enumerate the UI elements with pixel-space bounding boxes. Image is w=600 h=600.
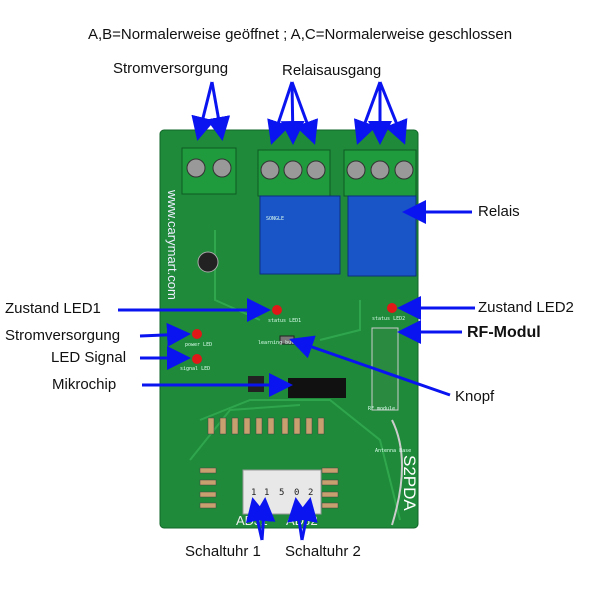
status-led2 xyxy=(387,303,397,313)
dip-value: 1 xyxy=(264,488,269,498)
label-relay-output: Relaisausgang xyxy=(282,62,382,79)
silk-signal-led: signal LED xyxy=(180,366,210,372)
relay-terminal-2 xyxy=(343,149,417,197)
label-timer1: Schaltuhr 1 xyxy=(185,543,261,560)
signal-led xyxy=(192,354,202,364)
silk-relay-brand: SONGLE xyxy=(266,216,284,222)
status-led1 xyxy=(272,305,282,315)
silk-power-led: power LED xyxy=(185,342,212,348)
microchip xyxy=(288,378,346,398)
label-led-signal: LED Signal xyxy=(51,349,127,366)
annotation-arrows xyxy=(118,81,475,541)
label-timer2: Schaltuhr 2 xyxy=(285,543,361,560)
label-status-led2: Zustand LED2 xyxy=(478,299,574,316)
relay-1 xyxy=(259,195,341,275)
power-led xyxy=(192,329,202,339)
silk-rf-module: RF module xyxy=(368,406,395,412)
label-button: Knopf xyxy=(455,388,495,405)
silk-antenna-base: Antenna Base xyxy=(375,448,411,454)
label-rf-module: RF-Modul xyxy=(467,324,541,341)
label-relay: Relais xyxy=(478,203,520,220)
power-terminal xyxy=(181,147,237,195)
dip-value: 1 xyxy=(251,488,256,498)
label-power-top: Stromversorgung xyxy=(113,60,229,77)
label-microchip: Mikrochip xyxy=(52,376,117,393)
adj2-text: ADJ2 xyxy=(286,513,318,528)
legend-title: A,B=Normalerweise geöffnet ; A,C=Normale… xyxy=(87,26,513,43)
circuit-traces xyxy=(189,230,401,521)
silk-status-led1: status LED1 xyxy=(268,318,301,324)
antenna xyxy=(391,419,403,526)
silk-learning-button: learning button xyxy=(258,340,303,346)
model-text: S2PDA xyxy=(400,455,419,511)
dip-value: 5 xyxy=(279,488,284,498)
website-text: www.carymart.com xyxy=(165,189,180,300)
label-status-led1: Zustand LED1 xyxy=(5,300,101,317)
capacitor xyxy=(197,251,219,273)
relay-terminal-1 xyxy=(257,149,331,197)
silk-status-led2: status LED2 xyxy=(372,316,405,322)
label-power-left: Stromversorgung xyxy=(5,327,121,344)
dip-value: 0 xyxy=(294,488,299,498)
dip-value: 2 xyxy=(308,488,313,498)
relay-2 xyxy=(347,195,417,277)
resistors xyxy=(199,417,339,509)
